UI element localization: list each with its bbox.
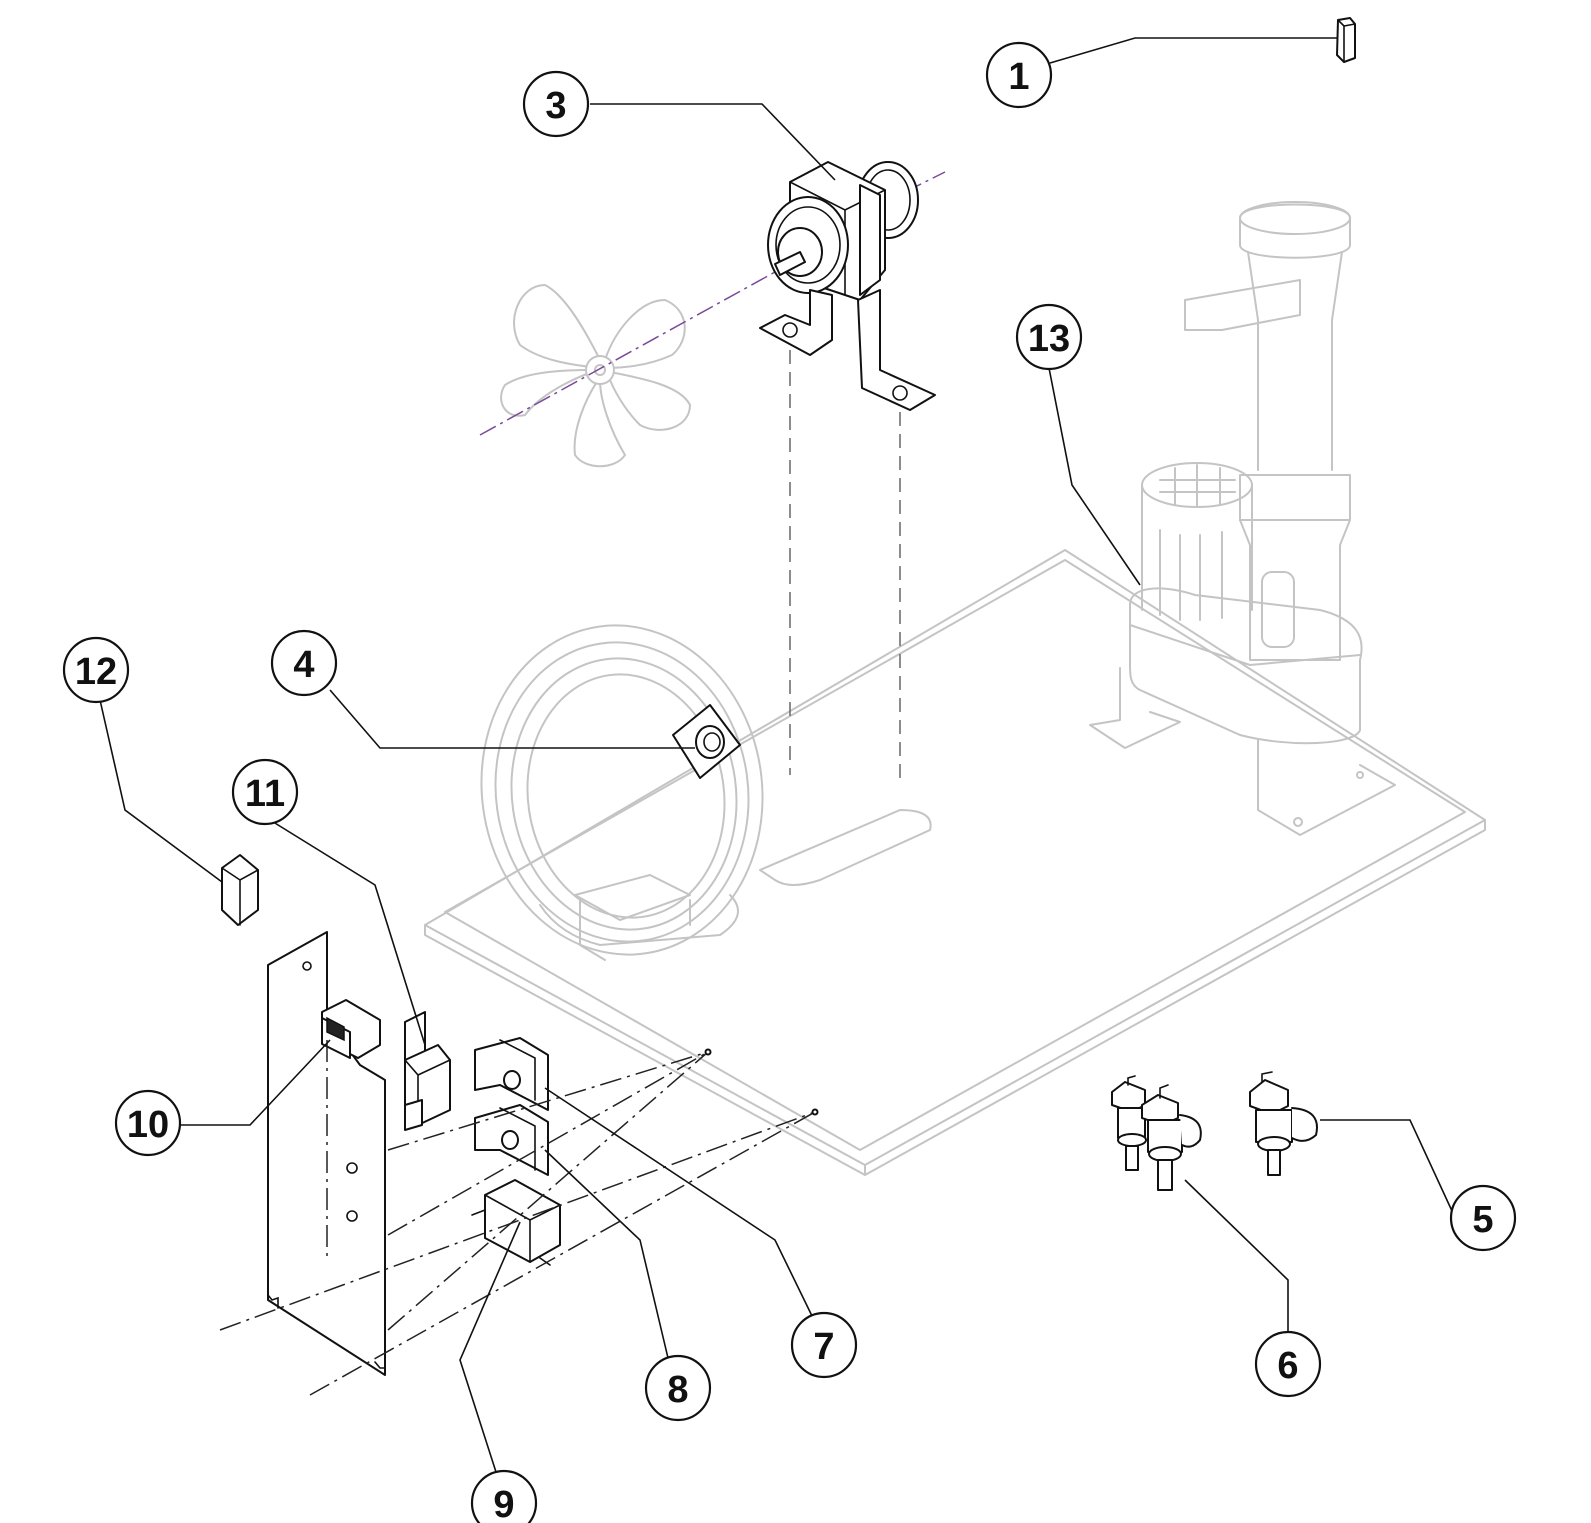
- callout-13-label: 13: [1028, 318, 1070, 360]
- part-1: [1336, 17, 1356, 63]
- callout-4-label: 4: [293, 644, 314, 686]
- callout-9-label: 9: [493, 1484, 514, 1523]
- part-5-valve: [1249, 1071, 1318, 1176]
- callout-1-label: 1: [1008, 56, 1029, 98]
- callout-11: 11: [231, 758, 299, 826]
- callout-6: 6: [1254, 1330, 1322, 1398]
- part-10-switch: [321, 999, 381, 1059]
- part-9-block: [471, 1179, 561, 1266]
- callout-12: 12: [62, 636, 130, 704]
- part-4-clip: [672, 704, 741, 779]
- callout-5-label: 5: [1472, 1199, 1493, 1241]
- callout-5: 5: [1449, 1184, 1517, 1252]
- panel-mounting-lines: [219, 1040, 819, 1396]
- callout-10: 10: [114, 1089, 182, 1157]
- callout-4: 4: [270, 629, 338, 697]
- condenser-coil: [480, 624, 932, 961]
- pump-assembly: [1089, 201, 1396, 836]
- part-7-bracket-top: [474, 1037, 549, 1111]
- callout-11-label: 11: [245, 773, 285, 815]
- base-plate: [424, 549, 1486, 1176]
- callout-12-label: 12: [75, 651, 117, 693]
- callout-1: 1: [985, 41, 1053, 109]
- part-6-dual-valve: [1111, 1075, 1202, 1191]
- callout-3-label: 3: [545, 85, 566, 127]
- leader-lines: [99, 37, 1453, 1473]
- part-3-fan-motor: [759, 161, 936, 411]
- part-11-relay: [404, 1011, 451, 1131]
- callout-6-label: 6: [1277, 1345, 1298, 1387]
- part-12: [221, 854, 259, 926]
- fan-blade: [500, 284, 691, 468]
- callout-7-label: 7: [813, 1326, 834, 1368]
- part-8-bracket-bottom: [474, 1104, 549, 1176]
- callout-9: 9: [470, 1469, 538, 1523]
- callout-8: 8: [644, 1354, 712, 1422]
- callout-10-label: 10: [127, 1104, 169, 1146]
- callout-13: 13: [1015, 303, 1083, 371]
- callout-3: 3: [522, 70, 590, 138]
- fan-shaft-axis: [479, 271, 776, 436]
- callout-7: 7: [790, 1311, 858, 1379]
- callout-8-label: 8: [667, 1369, 688, 1411]
